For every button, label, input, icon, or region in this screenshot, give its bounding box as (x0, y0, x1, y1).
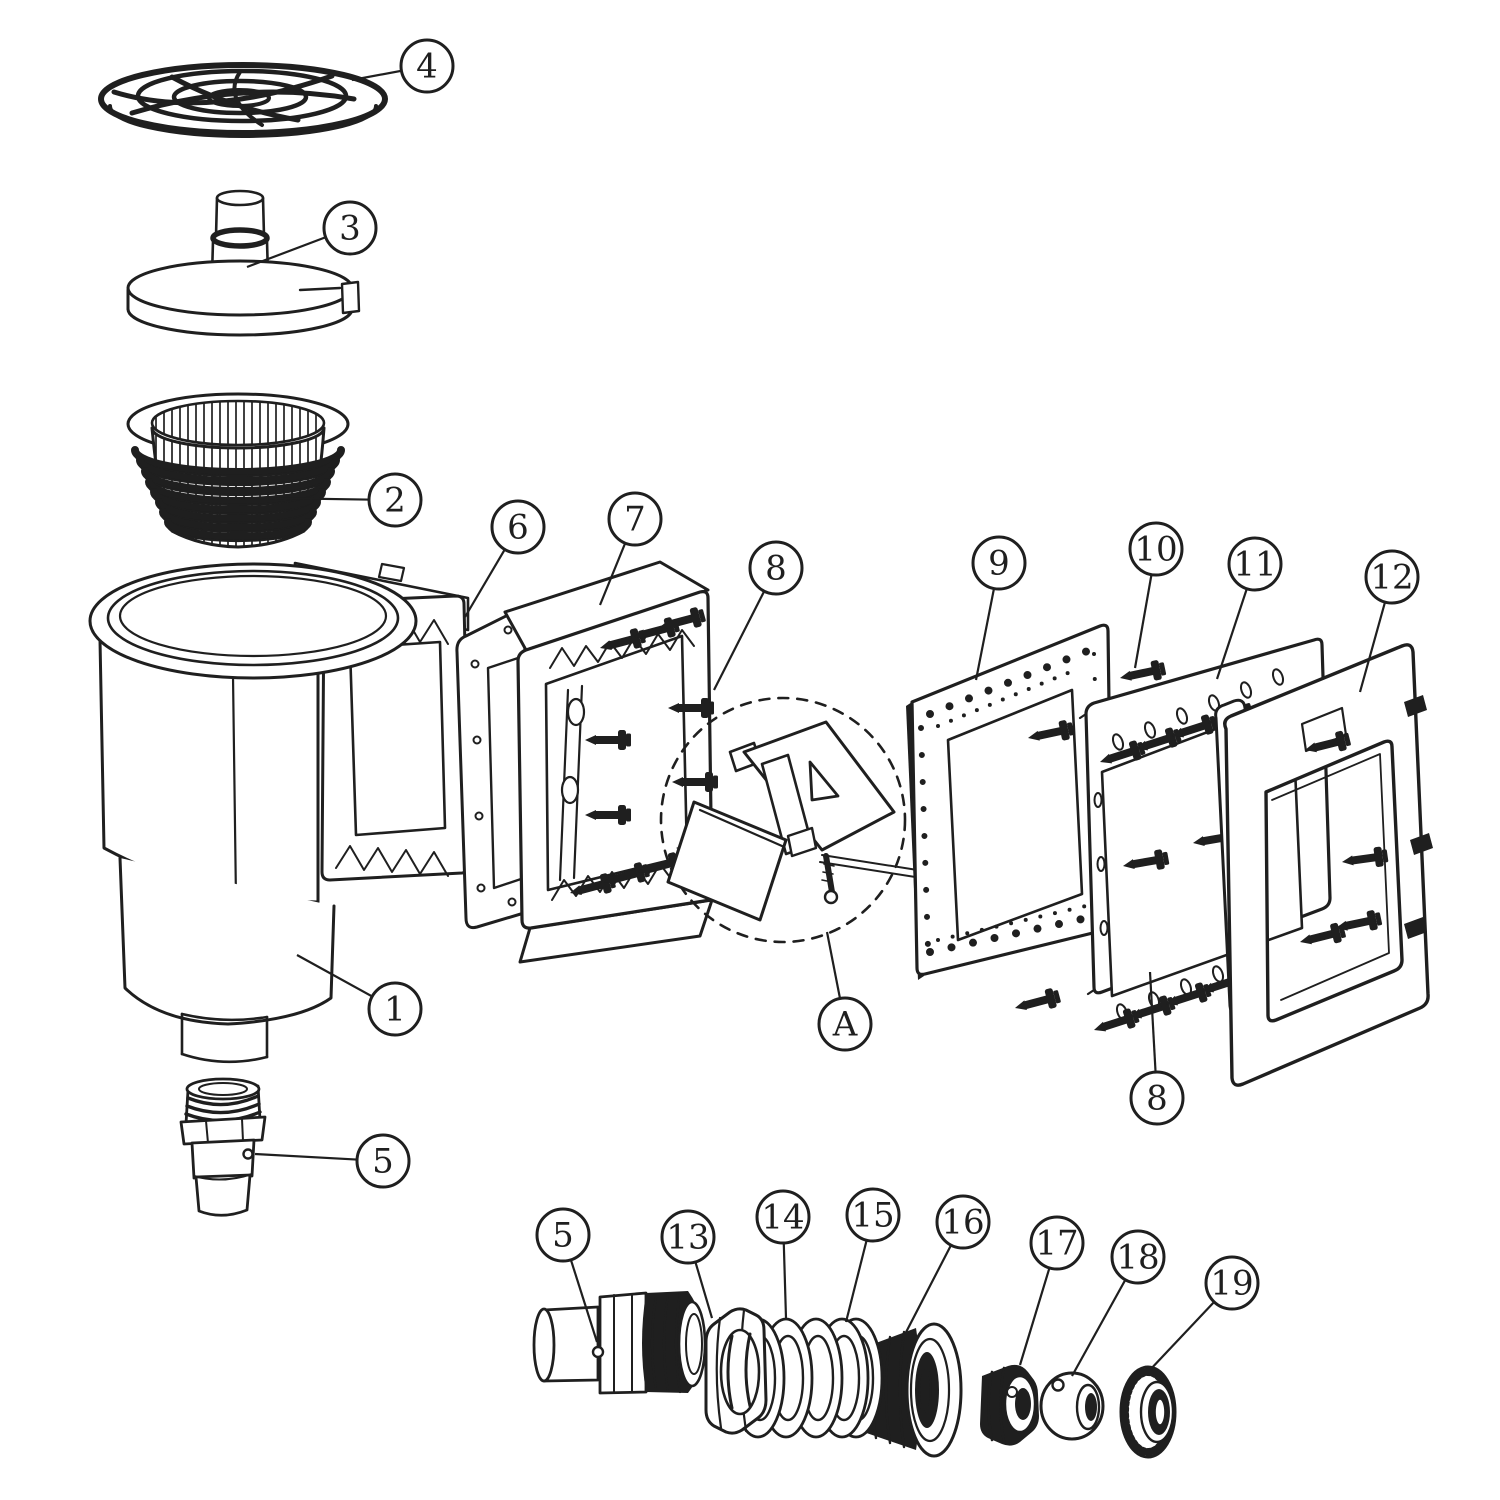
callout-18-label: 18 (1116, 1238, 1159, 1278)
part-flanged-barrel-fitting (847, 1322, 963, 1458)
part-adapter-fitting-vertical (179, 1077, 267, 1217)
callout-A-bubble (817, 996, 873, 1052)
callout-13-label: 13 (666, 1218, 709, 1258)
part-extension-frame (503, 560, 714, 964)
callout-9-bubble (971, 535, 1027, 591)
callout-17-bubble (1029, 1215, 1085, 1271)
callout-8b-bubble (1129, 1070, 1185, 1126)
part-skimmer-body (88, 561, 472, 1064)
callout-11: 11 (1215, 536, 1283, 680)
callout-4-label: 4 (416, 47, 438, 87)
callout-13-bubble (660, 1209, 716, 1265)
callout-4-bubble (399, 38, 455, 94)
callout-A-label: A (832, 1005, 858, 1045)
callout-5a: 5 (254, 1133, 411, 1189)
callout-19: 19 (1147, 1255, 1260, 1373)
callout-10-bubble (1128, 521, 1184, 577)
callout-6-bubble (490, 499, 546, 555)
callout-layer: 4 3 2 6 7 8 9 10 11 12 1 A 8 5 5 13 14 15 16 17 18 19 (246, 38, 1420, 1377)
callout-3: 3 (246, 200, 378, 269)
part-gasket-frame (455, 610, 535, 930)
callout-2-bubble (367, 472, 423, 528)
part-knurled-ring (1119, 1365, 1177, 1459)
callout-3-bubble (322, 200, 378, 256)
callout-7-bubble (607, 491, 663, 547)
callout-12-bubble (1364, 549, 1420, 605)
part-nut (704, 1307, 768, 1435)
callout-6: 6 (464, 499, 546, 618)
callout-16-label: 16 (941, 1203, 984, 1243)
callout-11-bubble (1227, 536, 1283, 592)
callout-1-bubble (367, 981, 423, 1037)
part-lid-cover (126, 189, 361, 337)
callout-14-label: 14 (761, 1198, 804, 1238)
callout-14-bubble (755, 1189, 811, 1245)
callout-2-label: 2 (384, 481, 406, 521)
callout-15: 15 (844, 1187, 901, 1323)
callout-1: 1 (296, 954, 423, 1037)
callout-19-bubble (1204, 1255, 1260, 1311)
callout-5b-label: 5 (552, 1216, 574, 1256)
part-skimmer-basket (126, 392, 350, 549)
callout-5a-bubble (355, 1133, 411, 1189)
callout-15-bubble (845, 1187, 901, 1243)
part-mounting-plate (906, 623, 1114, 1018)
callout-15-label: 15 (851, 1196, 894, 1236)
callout-2: 2 (266, 472, 423, 528)
callout-12: 12 (1358, 549, 1420, 693)
callout-19-label: 19 (1210, 1264, 1253, 1304)
callout-8b-label: 8 (1146, 1079, 1168, 1119)
callout-9: 9 (971, 535, 1027, 681)
callout-8a-label: 8 (765, 549, 787, 589)
detail-a-weir-assembly (659, 696, 931, 944)
callout-7-label: 7 (624, 500, 646, 540)
callout-12-label: 12 (1370, 558, 1413, 598)
callout-7: 7 (598, 491, 663, 606)
callout-8b: 8 (1129, 971, 1185, 1126)
callout-16: 16 (901, 1194, 991, 1341)
callout-18-bubble (1110, 1229, 1166, 1285)
callout-11-label: 11 (1233, 545, 1276, 585)
callout-9-label: 9 (988, 544, 1010, 584)
callout-14: 14 (755, 1189, 811, 1319)
callout-A: A (817, 931, 873, 1052)
callout-16-bubble (935, 1194, 991, 1250)
callout-17-label: 17 (1035, 1224, 1078, 1264)
callout-10-label: 10 (1134, 530, 1177, 570)
part-faceplate-frame (1214, 643, 1433, 1087)
callout-8a-bubble (748, 540, 804, 596)
callout-3-label: 3 (339, 209, 361, 249)
part-adapter-fitting-horizontal (532, 1291, 707, 1395)
callout-5a-label: 5 (372, 1142, 394, 1182)
callout-13: 13 (660, 1209, 716, 1319)
part-lock-nut (980, 1364, 1039, 1446)
callout-5b: 5 (535, 1207, 599, 1343)
part-eyeball (1039, 1371, 1105, 1441)
callout-17: 17 (1018, 1215, 1085, 1366)
callout-18: 18 (1071, 1229, 1166, 1377)
callout-4: 4 (351, 38, 455, 94)
callout-6-label: 6 (507, 508, 529, 548)
callout-1-label: 1 (384, 990, 406, 1030)
part-grate-lid (98, 62, 388, 138)
callout-10: 10 (1128, 521, 1184, 669)
callout-8a: 8 (713, 540, 804, 691)
callout-5b-bubble (535, 1207, 591, 1263)
